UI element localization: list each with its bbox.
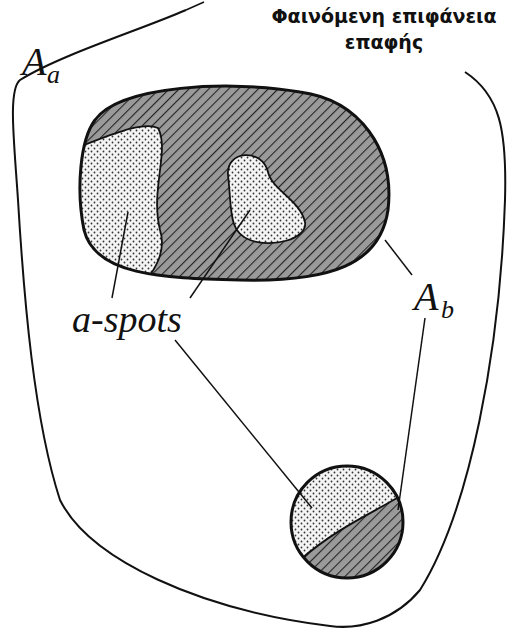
symbol-subscript: a	[47, 62, 60, 88]
symbol: A	[22, 42, 46, 82]
contact-patch-lower	[285, 460, 410, 585]
leader-line	[186, 2, 204, 10]
symbol-subscript: b	[441, 297, 454, 323]
leader-line	[112, 210, 425, 510]
symbol: A	[414, 277, 438, 317]
contact-patch-upper	[70, 70, 410, 300]
contact-patch-outline	[291, 466, 403, 578]
spot-label: a-spots	[72, 300, 182, 338]
apparent-area-outline	[13, 10, 505, 627]
contact-patch-outline	[80, 86, 389, 280]
area-title: Φαινόμενη επιφάνεια επαφής	[264, 4, 504, 55]
